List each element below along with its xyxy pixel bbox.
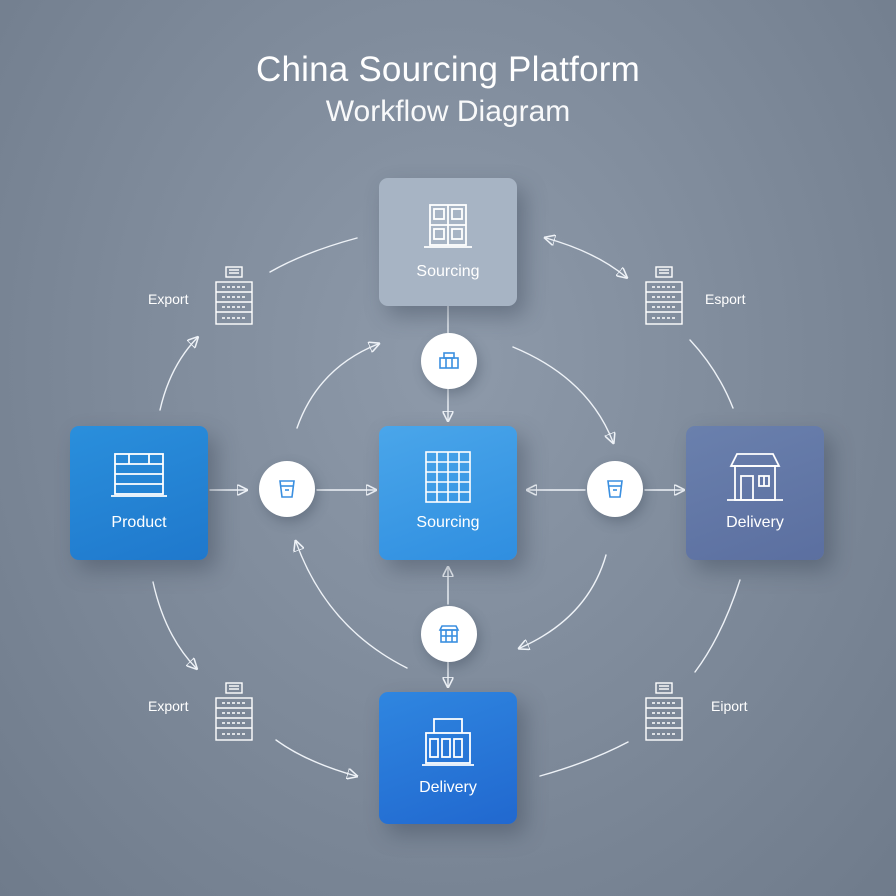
boxes-icon <box>439 352 459 369</box>
arc-inner-lower-left <box>296 542 408 669</box>
diagram-subtitle: Workflow Diagram <box>325 95 571 128</box>
connector-circle-left[interactable] <box>259 461 315 517</box>
node-product[interactable]: Product <box>70 426 208 560</box>
arc-outer-left-top <box>159 338 197 411</box>
export-label-bottom-right: Eiport <box>711 698 748 714</box>
node-label: Product <box>111 514 167 531</box>
arc-outer-bottom-right <box>539 741 629 777</box>
arc-outer-right-bottom <box>694 579 741 673</box>
connector-circle-bottom[interactable] <box>421 606 477 662</box>
arc-outer-top-left <box>269 237 358 273</box>
node-sourcing-center[interactable]: Sourcing <box>379 426 517 560</box>
export-document-icon <box>642 266 686 328</box>
cup-icon <box>279 480 295 498</box>
node-sourcing-top[interactable]: Sourcing <box>379 178 517 306</box>
node-delivery-right[interactable]: Delivery <box>686 426 824 560</box>
connector-circle-right[interactable] <box>587 461 643 517</box>
export-label-top-right: Esport <box>705 291 746 307</box>
arc-inner-lower-right <box>520 554 607 648</box>
node-label: Delivery <box>726 514 784 531</box>
export-document-icon <box>642 682 686 744</box>
shelving-icon <box>107 450 171 504</box>
connector-circle-top[interactable] <box>421 333 477 389</box>
arc-outer-top-right <box>546 238 626 277</box>
node-label: Sourcing <box>416 263 480 280</box>
diagram-title: China Sourcing Platform <box>256 50 640 89</box>
grid-icon <box>416 450 480 504</box>
arc-outer-right-top <box>689 339 734 409</box>
arc-inner-upper-right <box>512 346 613 442</box>
export-document-icon <box>212 682 256 744</box>
node-label: Delivery <box>419 779 477 796</box>
storefront-small-icon <box>438 625 460 643</box>
node-delivery-bottom[interactable]: Delivery <box>379 692 517 824</box>
factory-icon <box>416 715 480 769</box>
arc-inner-upper-left <box>296 344 378 429</box>
storefront-icon <box>723 450 787 504</box>
export-label-bottom-left: Export <box>148 698 189 714</box>
node-label: Sourcing <box>416 514 480 531</box>
cup-icon <box>607 480 623 498</box>
export-label-top-left: Export <box>148 291 189 307</box>
export-document-icon <box>212 266 256 328</box>
arc-outer-bottom-left <box>275 739 356 776</box>
warehouse-icon <box>416 199 480 253</box>
arc-outer-left-bottom <box>152 581 196 668</box>
